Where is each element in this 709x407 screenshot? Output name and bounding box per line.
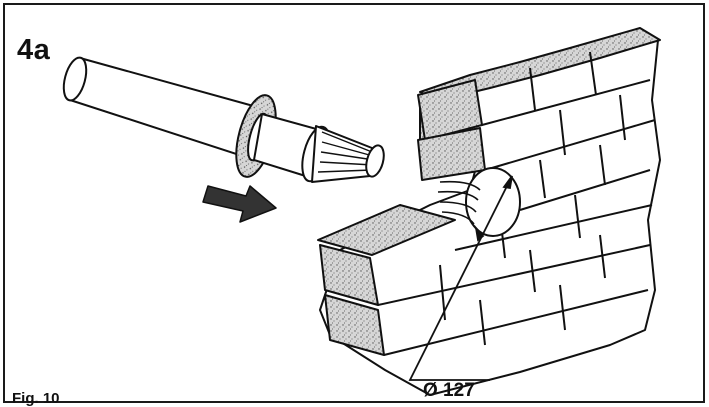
flue-pipe-icon: [62, 56, 385, 183]
step-label: 4a: [17, 34, 51, 66]
figure-caption: Fig. 10: [12, 390, 60, 407]
diameter-label: Ø 127: [423, 380, 475, 401]
insertion-arrow-icon: [202, 185, 277, 223]
dimension-line: [408, 175, 513, 381]
